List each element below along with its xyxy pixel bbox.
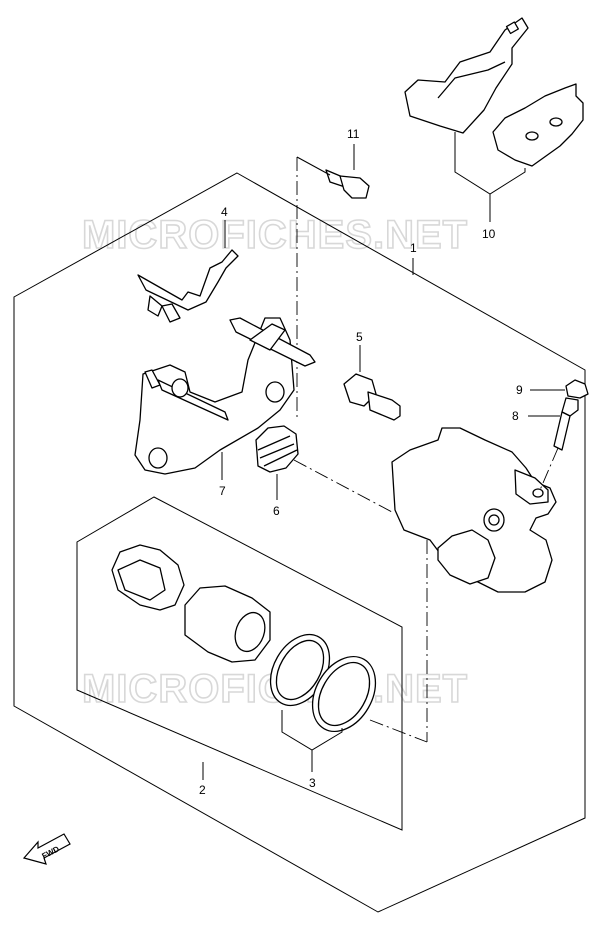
bleeder-screw — [553, 397, 579, 451]
piston-kit-frame — [76, 496, 403, 831]
mounting-bolt — [325, 169, 370, 199]
callout-1: 1 — [410, 241, 417, 255]
callout-2: 2 — [199, 783, 206, 797]
caliper-body — [391, 427, 557, 593]
watermark-top: MICROFICHES.NET — [82, 213, 468, 257]
callout-5: 5 — [356, 330, 363, 344]
caliper-assembly-frame — [13, 172, 586, 913]
piston-insulator — [111, 544, 185, 611]
bleeder-cap — [565, 379, 589, 399]
forward-arrow-icon: FWD — [22, 833, 71, 865]
slide-pin — [343, 373, 401, 421]
brake-pad-set — [404, 17, 584, 167]
caliper-bracket — [134, 317, 316, 475]
callout-4: 4 — [221, 205, 228, 219]
piston-seal-outer — [269, 633, 331, 707]
callout-3: 3 — [309, 776, 316, 790]
callout-7: 7 — [219, 484, 226, 498]
callout-11: 11 — [347, 127, 360, 141]
brake-pad-rear — [492, 83, 584, 167]
pad-spring — [137, 249, 239, 323]
piston-seal-inner — [311, 655, 377, 733]
callout-8: 8 — [512, 409, 519, 423]
pin-boot — [255, 425, 299, 473]
brake-piston — [184, 585, 271, 663]
callout-10: 10 — [482, 227, 496, 241]
callout-9: 9 — [516, 383, 523, 397]
callout-6: 6 — [273, 504, 280, 518]
